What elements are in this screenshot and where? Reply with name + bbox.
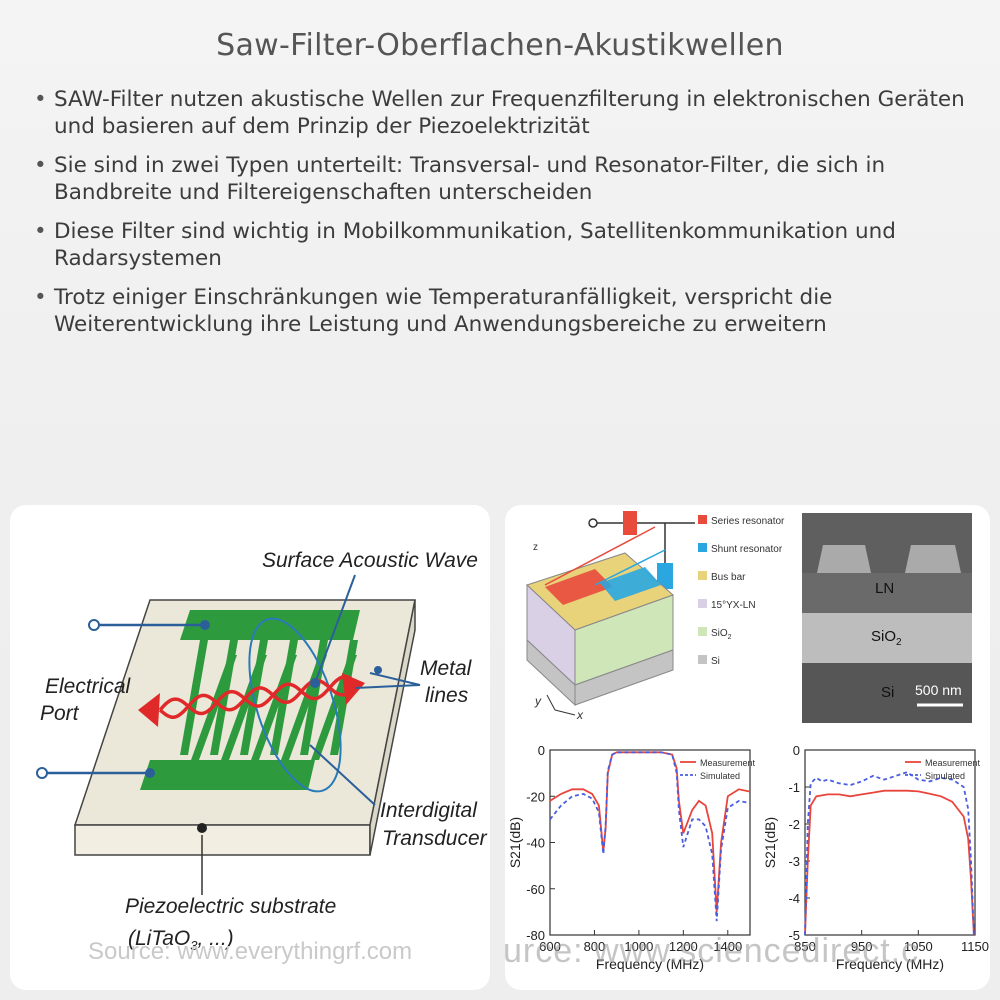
port-terminal-top [88, 619, 100, 631]
label-interdigital: Interdigital [380, 799, 478, 822]
idt-finger [180, 640, 208, 755]
x-axis-label: Frequency (MHz) [836, 956, 944, 972]
wave-arrow-left [138, 693, 160, 727]
label-port: Port [40, 702, 80, 725]
series-line-measurement [804, 789, 975, 936]
y-tick-label: -60 [526, 882, 545, 897]
legend-label: Measurement [925, 758, 981, 768]
substrate-front [74, 824, 371, 856]
bullet-item: Diese Filter sind wichtig in Mobilkommun… [34, 218, 974, 272]
leader-substrate-dot [197, 823, 207, 833]
y-tick-label: -40 [526, 836, 545, 851]
bullet-list: SAW-Filter nutzen akustische Wellen zur … [34, 86, 974, 350]
source-caption: Source: www.everythingrf.com [88, 938, 413, 965]
label-litao3: (LiTaO3, ...) [128, 927, 234, 953]
source-watermark: urce: www.sciencedirect.c [503, 932, 920, 970]
top-bus-bar [180, 610, 360, 640]
resonator-figure: z y x Series resonator Shunt resonator B… [507, 511, 989, 972]
svg-text:Bus bar: Bus bar [711, 572, 746, 583]
svg-text:15°YX-LN: 15°YX-LN [711, 600, 756, 611]
y-tick-label: -3 [788, 854, 800, 869]
series-resonator-symbol [623, 511, 637, 535]
x-tick-label: 800 [584, 939, 606, 954]
resonator-figure-panel: z y x Series resonator Shunt resonator B… [505, 505, 990, 990]
leader-metal-1 [369, 672, 421, 686]
bullet-item: Trotz einiger Einschränkungen wie Temper… [34, 284, 974, 338]
sem-scale-label: 500 nm [915, 682, 962, 698]
leader-metal-2 [354, 684, 421, 689]
wave-arrow-right [342, 673, 365, 705]
legend-label: Simulated [925, 771, 965, 781]
y-tick-label: -4 [788, 891, 800, 906]
label-electrical: Electrical [45, 675, 132, 698]
leader-idt [309, 744, 376, 806]
x-axis-label: Frequency (MHz) [596, 956, 704, 972]
leader-wave-dot [310, 678, 320, 688]
y-tick-label: -2 [788, 817, 800, 832]
device-legend: Series resonator Shunt resonator Bus bar… [698, 515, 785, 667]
leader-metal-dot [374, 666, 382, 674]
sem-image: LN SiO2 Si 500 nm [802, 513, 972, 723]
circuit-terminal [588, 518, 598, 528]
sem-label-si: Si [881, 684, 894, 701]
bullet-item: SAW-Filter nutzen akustische Wellen zur … [34, 86, 974, 140]
legend-label: Simulated [700, 771, 740, 781]
bus-contact-top [200, 620, 210, 630]
y-tick-label: -80 [526, 928, 545, 943]
y-axis-label: S21(dB) [762, 817, 778, 868]
saw-diagram: Surface Acoustic Wave Electrical Port Me… [36, 549, 488, 953]
axis-x-label: x [576, 708, 584, 722]
idt-finger [270, 640, 298, 755]
legend-label: Measurement [700, 758, 756, 768]
svg-text:SiO2: SiO2 [711, 628, 732, 641]
sem-label-sio2: SiO2 [871, 628, 902, 648]
y-tick-label: 0 [538, 743, 545, 758]
x-tick-label: 600 [539, 939, 561, 954]
label-transducer: Transducer [382, 827, 488, 850]
x-tick-label: 1400 [713, 939, 742, 954]
series-resonator-pad [545, 569, 613, 605]
page-title: Saw-Filter-Oberflachen-Akustikwellen [216, 28, 784, 63]
x-tick-label: 1050 [904, 939, 933, 954]
bottom-bus-bar [140, 760, 315, 790]
shunt-resonator-pad [600, 567, 661, 601]
svg-text:Shunt resonator: Shunt resonator [711, 544, 783, 555]
idt-finger [210, 640, 238, 755]
x-tick-label: 1200 [669, 939, 698, 954]
bus-contact-bottom [145, 768, 155, 778]
shunt-resonator-symbol [657, 563, 673, 589]
x-tick-label: 1000 [624, 939, 653, 954]
y-axis-label: S21(dB) [507, 817, 523, 868]
idt-finger [330, 640, 358, 755]
axis-z-label: z [533, 542, 538, 553]
substrate-side [369, 599, 416, 856]
circuit-schematic [588, 511, 695, 634]
sem-label-ln: LN [875, 580, 894, 597]
x-tick-label: 850 [794, 939, 816, 954]
svg-text:Si: Si [711, 656, 720, 667]
label-metal: Metal [420, 657, 473, 680]
x-tick-label: 1150 [961, 939, 989, 954]
idt-ellipse [248, 617, 342, 793]
y-tick-label: -5 [788, 928, 800, 943]
x-tick-label: 950 [851, 939, 873, 954]
bullet-item: Sie sind in zwei Typen unterteilt: Trans… [34, 152, 974, 206]
series-line-simulated [804, 771, 975, 936]
series-line-simulated [549, 751, 751, 922]
axis-y-label: y [534, 694, 542, 708]
saw-diagram-panel: Surface Acoustic Wave Electrical Port Me… [10, 505, 490, 990]
y-tick-label: -20 [526, 789, 545, 804]
y-tick-label: -1 [788, 780, 800, 795]
label-lines: lines [425, 684, 469, 707]
y-tick-label: 0 [793, 743, 800, 758]
svg-text:Series resonator: Series resonator [711, 516, 785, 527]
label-surface-acoustic-wave: Surface Acoustic Wave [262, 549, 478, 572]
device-3d: z y x [526, 526, 674, 722]
leader-wave [314, 574, 356, 684]
label-piezoelectric-substrate: Piezoelectric substrate [125, 895, 336, 918]
port-terminal-bottom [36, 767, 48, 779]
